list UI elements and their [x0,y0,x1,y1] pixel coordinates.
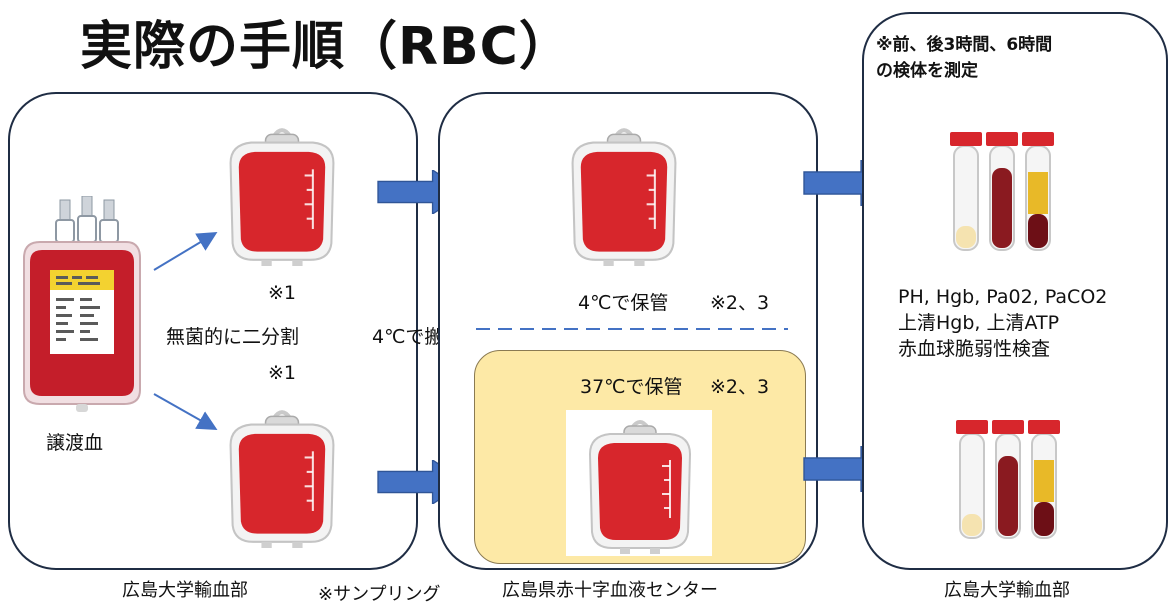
split-label: 無菌的に二分割 [166,326,300,348]
right-panel-caption: 広島大学輸血部 [944,580,1070,601]
split-arrows [153,231,218,430]
sample-timing-note-line1: ※前、後3時間、6時間 [876,35,1053,55]
storage-37c-mark: ※2、3 [710,376,770,398]
left-panel-caption: 広島大学輸血部 [122,580,248,601]
divider-dashed [476,328,788,330]
test-item: 上清Hgb, 上清ATP [898,312,1060,334]
sample-timing-note-line2: の検体を測定 [876,61,978,81]
donor-label: 譲渡血 [46,432,104,454]
blood-sample-tubes-icon [950,132,1054,251]
blood-bag-icon [578,414,702,554]
blood-bag-icon [220,404,344,548]
test-item: 赤血球脆弱性検査 [898,338,1051,360]
storage-37c-label: 37℃で保管 [580,376,683,398]
blood-bag-icon [562,122,686,266]
split-mark-bottom: ※1 [268,362,297,384]
test-item: PH, Hgb, Pa02, PaCO2 [898,286,1108,308]
storage-4c-label: 4℃で保管 [578,292,669,314]
donor-blood-bag-icon [18,196,144,416]
test-list: PH, Hgb, Pa02, PaCO2 上清Hgb, 上清ATP 赤血球脆弱性… [898,284,1107,362]
sample-timing-note: ※前、後3時間、6時間 の検体を測定 [876,32,1052,84]
storage-4c-mark: ※2、3 [710,292,770,314]
blood-bag-icon [220,122,344,266]
middle-panel-caption: 広島県赤十字血液センター [502,580,718,601]
page-title: 実際の手順（RBC） [80,17,572,77]
blood-sample-tubes-icon [956,420,1060,539]
split-mark-top: ※1 [268,282,297,304]
sampling-label: ※サンプリング [318,584,441,605]
